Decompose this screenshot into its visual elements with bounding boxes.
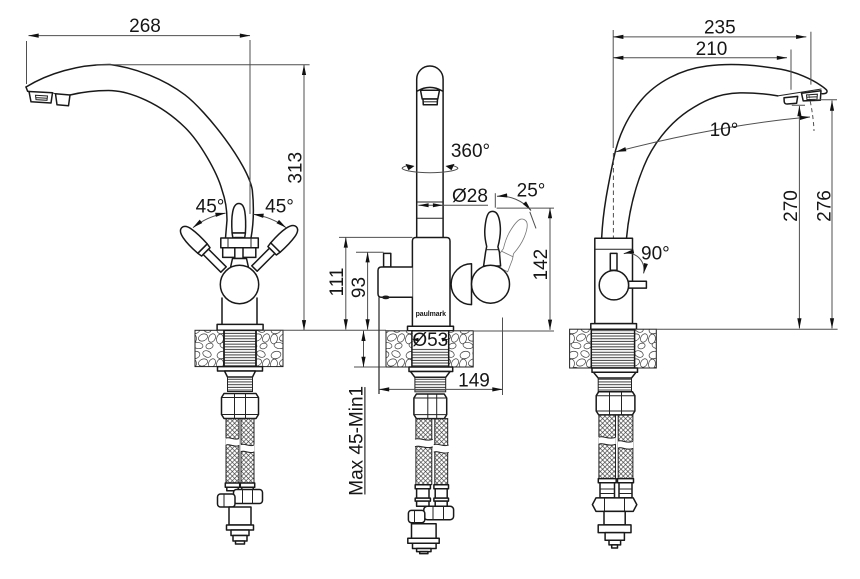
svg-text:111: 111 [327,268,348,297]
svg-text:45°: 45° [265,197,294,218]
svg-text:235: 235 [704,18,736,39]
svg-text:Ø28: Ø28 [452,186,488,207]
svg-text:270: 270 [781,190,802,222]
svg-text:93: 93 [349,277,370,298]
svg-text:25°: 25° [517,181,546,202]
svg-text:276: 276 [815,190,836,222]
svg-text:10°: 10° [710,120,739,141]
svg-text:313: 313 [286,152,307,184]
svg-text:360°: 360° [451,141,490,162]
svg-text:paulmark: paulmark [416,311,447,318]
svg-text:142: 142 [531,249,552,281]
svg-text:Ø53: Ø53 [412,330,448,351]
svg-text:149: 149 [458,371,490,392]
svg-text:268: 268 [129,16,161,37]
svg-text:45°: 45° [196,197,225,218]
svg-text:Max 45-Min1: Max 45-Min1 [347,386,368,496]
svg-text:210: 210 [696,39,728,60]
svg-text:90°: 90° [641,244,670,265]
